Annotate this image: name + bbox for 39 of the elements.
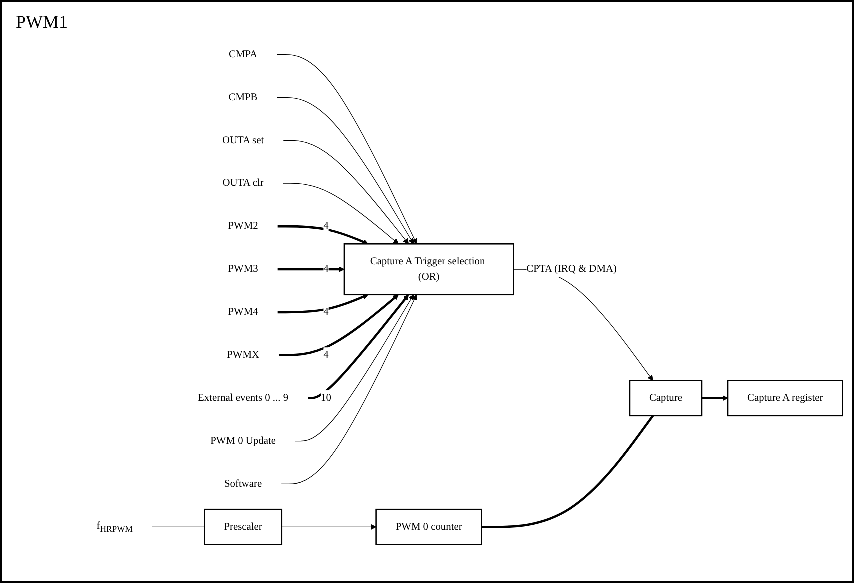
- node-text: PWMX: [227, 350, 260, 361]
- node-text: PWM3: [228, 264, 258, 275]
- arrow: [276, 98, 414, 245]
- arrow: [279, 294, 399, 357]
- node-box: Capture: [629, 380, 703, 417]
- edge-label: 4: [324, 264, 329, 275]
- node-text: OUTA set: [222, 134, 264, 146]
- arrow: [283, 183, 399, 245]
- node-text: f$_{HRPWM}$: [96, 520, 133, 534]
- node-text: Software: [224, 478, 262, 490]
- node-box: PWM 0 counter: [376, 509, 482, 546]
- group-label: PWM1: [16, 12, 68, 33]
- arrow: [276, 54, 418, 245]
- connector: [482, 415, 654, 528]
- edge-label: 4: [324, 350, 329, 361]
- edge-label: 4: [324, 306, 329, 318]
- node-text: PWM2: [228, 220, 258, 232]
- arrow: [278, 294, 369, 314]
- node-text: OUTA clr: [222, 178, 264, 189]
- arrow: [278, 266, 345, 273]
- arrow: [702, 396, 728, 402]
- edge-label: 10: [321, 392, 332, 404]
- arrow: [283, 140, 410, 245]
- arrow: [308, 294, 410, 400]
- node-text: External events 0 ... 9: [198, 392, 289, 404]
- node-text: CMPB: [228, 92, 258, 104]
- arrow: [295, 294, 414, 442]
- arrow: [282, 524, 377, 530]
- connector: [152, 527, 205, 528]
- node-text: PWM4: [228, 306, 258, 318]
- node-box: Capture A register: [727, 380, 844, 417]
- node-box: Prescaler: [204, 509, 283, 546]
- edge-label: CPTA (IRQ & DMA): [526, 264, 617, 275]
- arrow: [281, 294, 418, 485]
- arrow: [278, 226, 369, 245]
- edge-label: 4: [324, 220, 329, 232]
- node-box: Capture A Trigger selection (OR): [344, 244, 514, 296]
- node-text: CMPA: [229, 49, 258, 60]
- node-text: PWM 0 Update: [210, 436, 276, 447]
